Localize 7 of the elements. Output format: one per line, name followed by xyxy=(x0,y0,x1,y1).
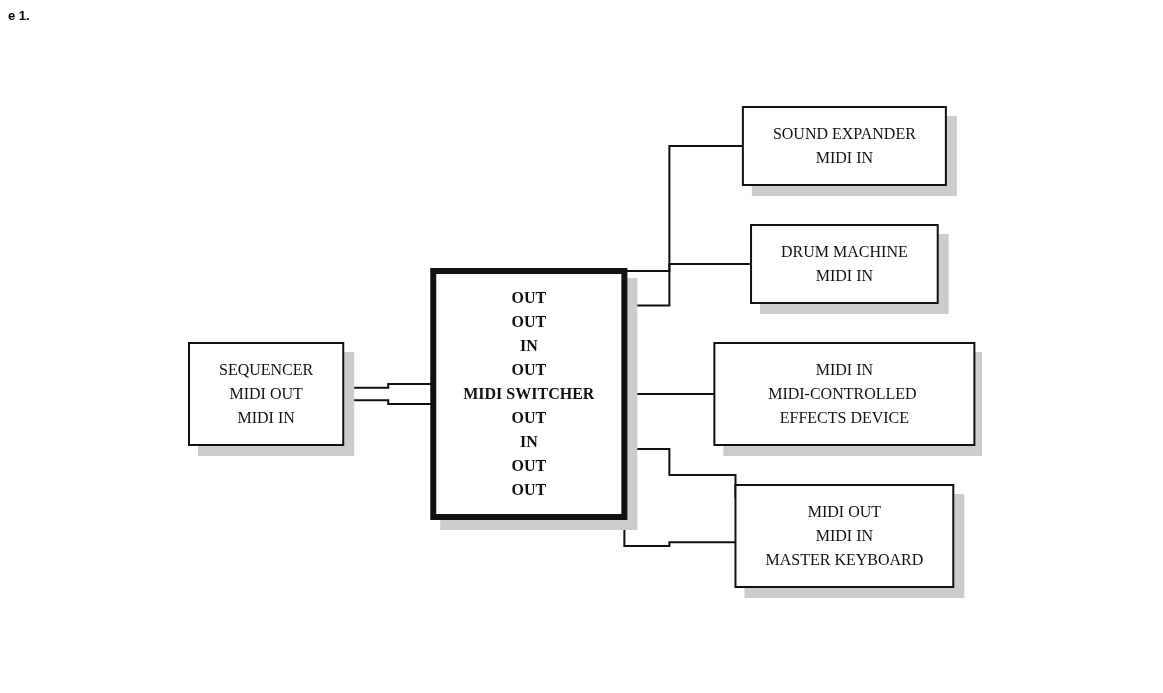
node-box: OUT OUT IN OUT MIDI SWITCHER OUT IN OUT OUT xyxy=(430,267,628,520)
figure-number: e 1. xyxy=(8,8,30,23)
node-box: DRUM MACHINE MIDI IN xyxy=(749,223,939,304)
node-box: SEQUENCER MIDI OUT MIDI IN xyxy=(187,341,345,446)
node-box: SOUND EXPANDER MIDI IN xyxy=(741,105,947,186)
node-box: MIDI IN MIDI-CONTROLLED EFFECTS DEVICE xyxy=(713,341,976,446)
node-box: MIDI OUT MIDI IN MASTER KEYBOARD xyxy=(734,483,955,588)
